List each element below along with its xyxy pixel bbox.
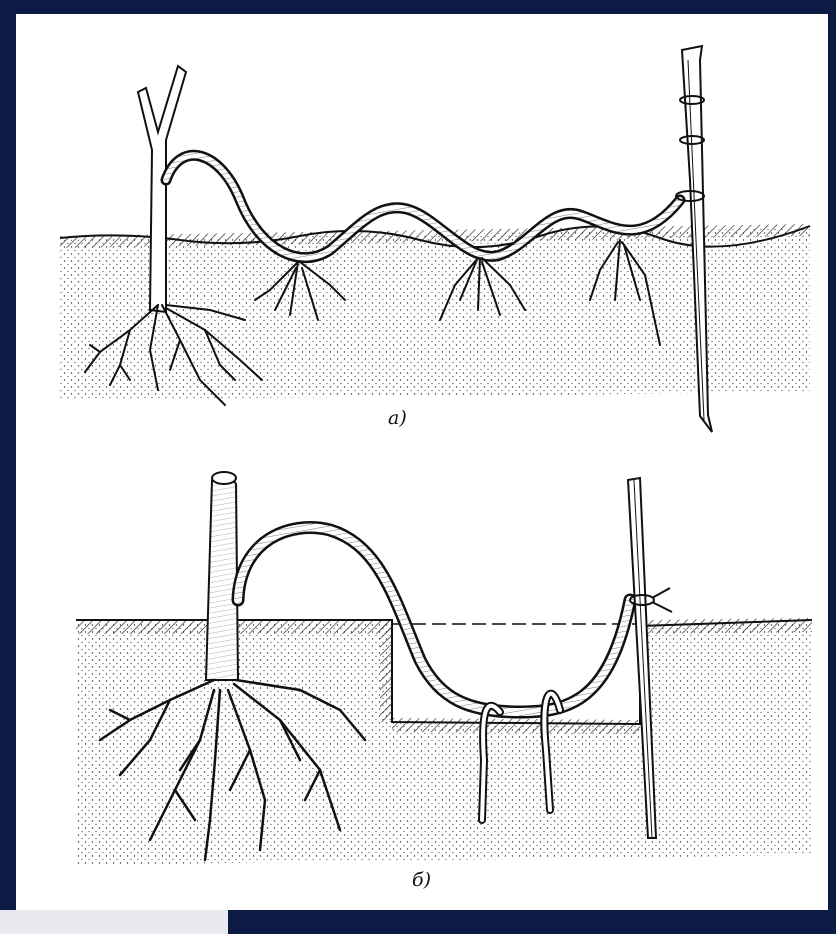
panel-b-trench-bottom-hatch bbox=[392, 718, 640, 734]
panel-a-label: а) bbox=[388, 407, 407, 429]
panel-b-label: б) bbox=[412, 869, 431, 891]
panel-b-diagram: б) bbox=[76, 472, 812, 891]
panel-b-soil bbox=[76, 622, 812, 865]
panel-a-diagram: а) bbox=[60, 46, 810, 432]
